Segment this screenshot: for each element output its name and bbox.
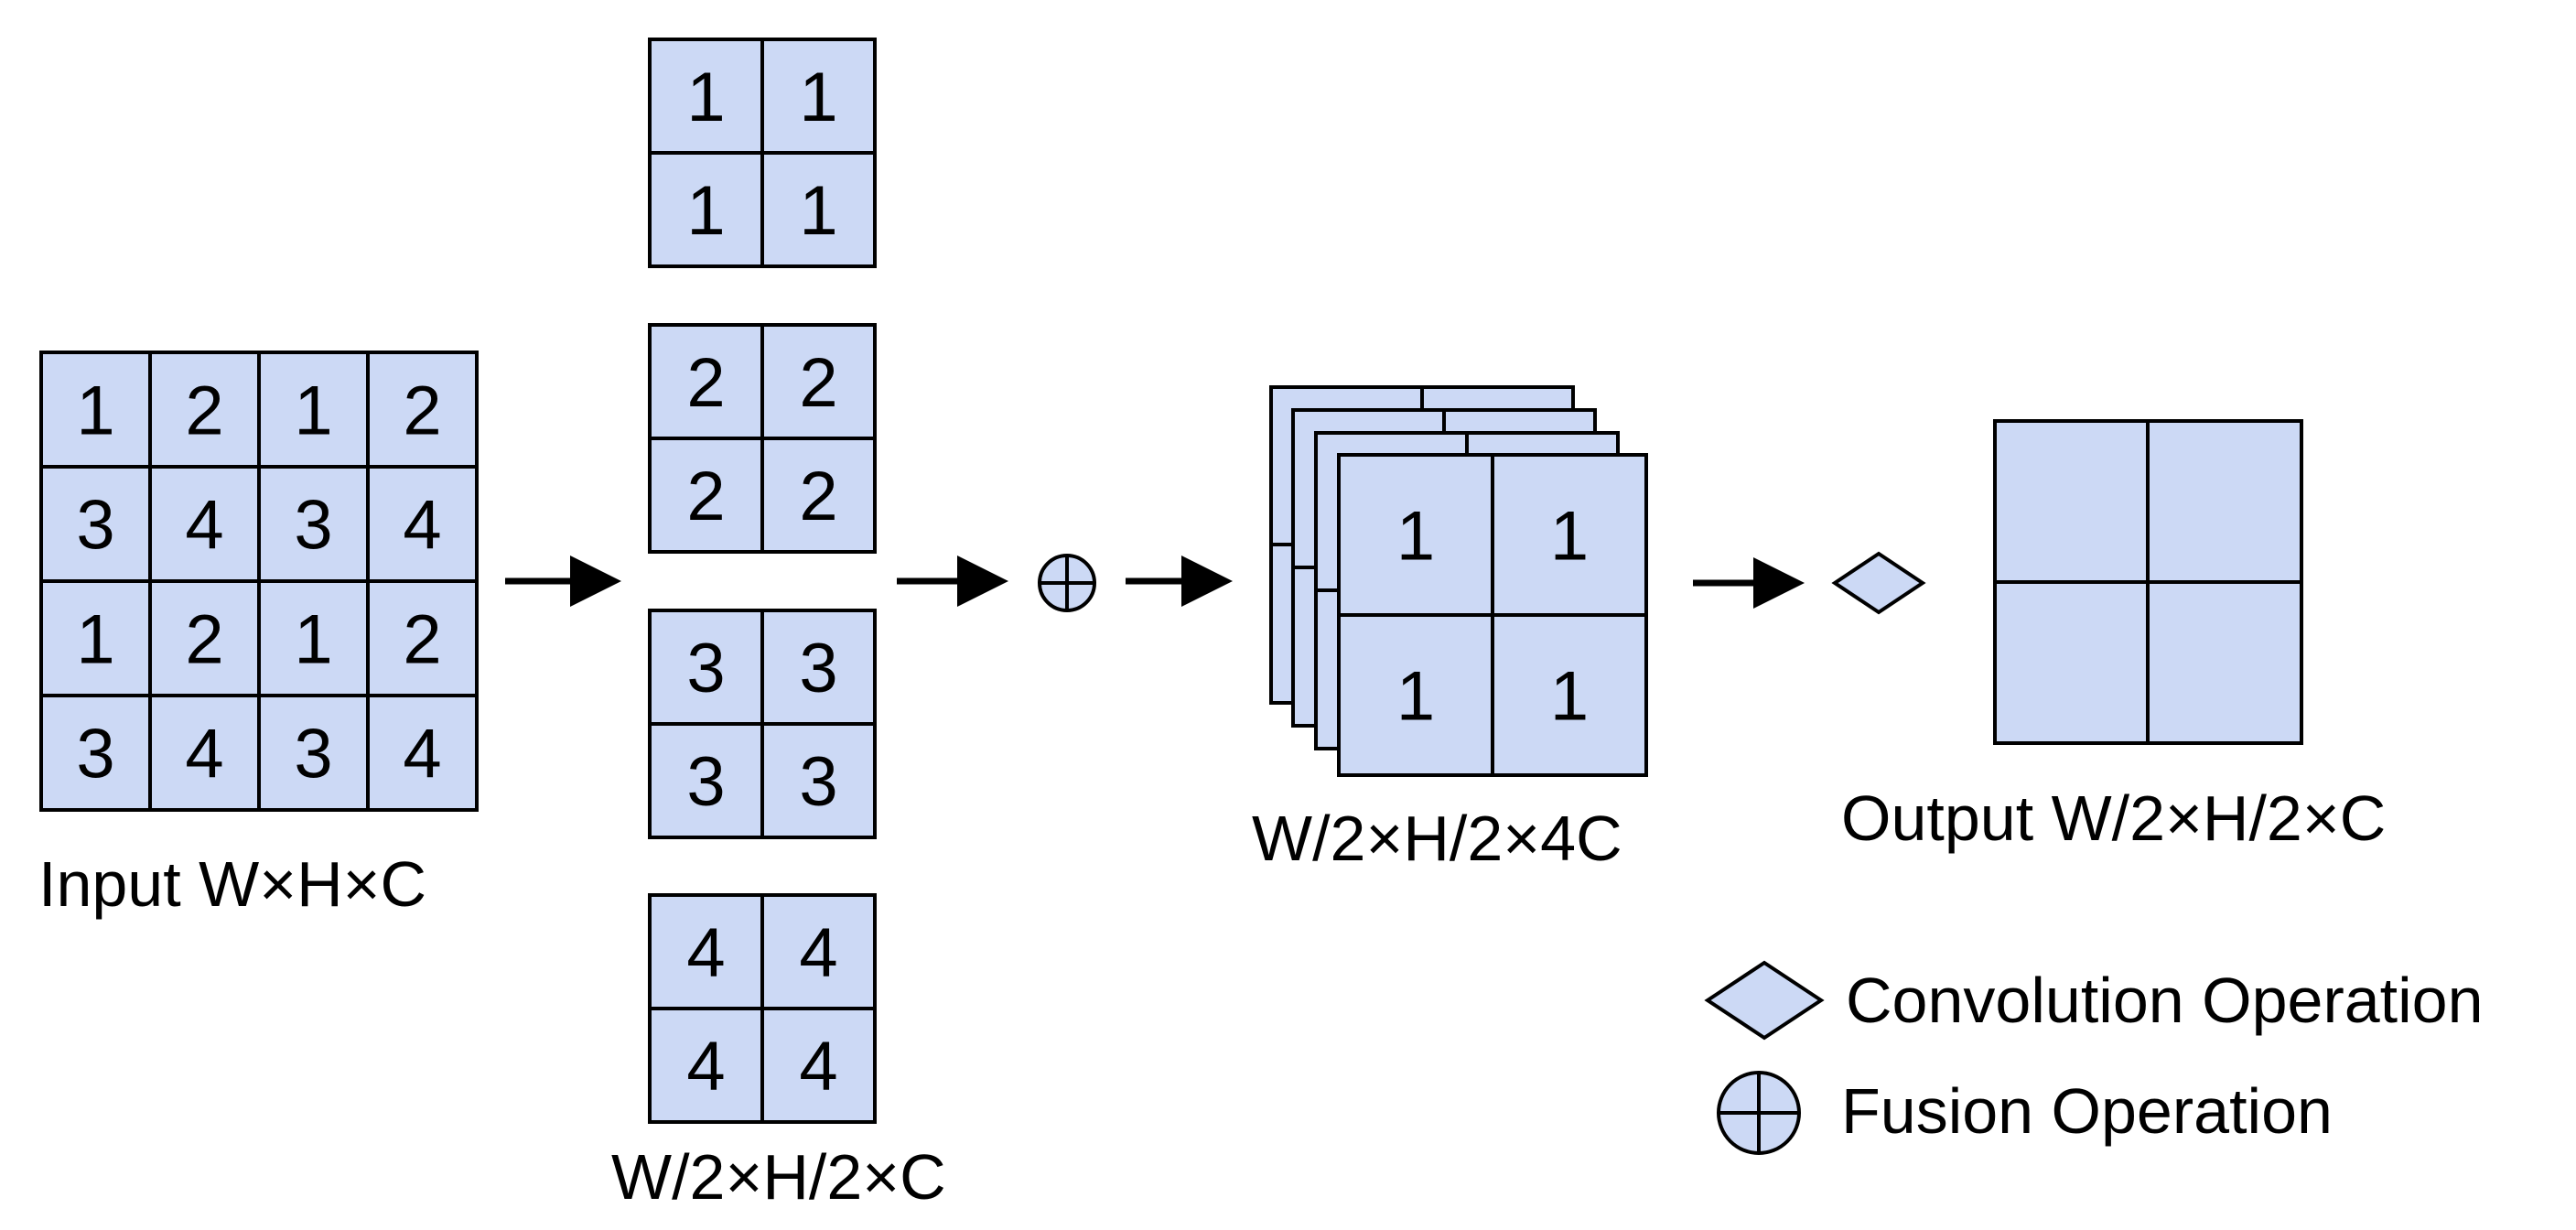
input-grid-cell-value: 2 [185,601,223,679]
input-grid-cell-value: 3 [294,716,332,793]
split-grid-4-cell [760,893,877,1010]
split-grid-2-cell-value: 2 [799,458,837,535]
input-label: Input W×H×C [38,848,426,920]
split-grid-1-cell-value: 1 [686,172,725,250]
input-grid-cell-value: 1 [76,372,114,450]
split-grid-3-cell-value: 3 [686,630,725,707]
output-label: Output W/2×H/2×C [1841,782,2386,854]
input-grid-cell [366,351,479,469]
input-grid-cell-value: 1 [76,601,114,679]
legend-fusion-icon [1717,1071,1801,1155]
input-grid-cell-value: 1 [294,372,332,450]
split-grid-2-cell [648,437,764,554]
split-grid-3-cell [760,609,877,726]
split-grid-3-cell [648,722,764,839]
split-grid-1-cell [760,38,877,155]
input-grid-cell-value: 3 [294,487,332,565]
split-grid-2-cell-value: 2 [686,344,725,422]
input-grid-cell [148,465,261,583]
convolution-icon [1831,551,1926,615]
legend-convolution-label: Convolution Operation [1846,965,2484,1036]
input-grid-cell [366,694,479,812]
input-grid-cell [366,579,479,697]
input-grid-cell-value: 2 [403,372,441,450]
input-grid-cell [148,351,261,469]
input-grid-cell-value: 1 [294,601,332,679]
split-grid-2-cell-value: 2 [799,344,837,422]
input-grid-cell [366,465,479,583]
fusion-icon [1038,554,1096,612]
split-grid-2-cell [760,437,877,554]
input-grid-cell-value: 2 [185,372,223,450]
input-grid-cell [148,579,261,697]
input-grid-cell-value: 4 [403,487,441,565]
input-grid-cell-value: 3 [76,487,114,565]
split-grid-1-cell [760,151,877,268]
split-grid-3-cell-value: 3 [799,743,837,821]
output-grid [1993,419,2303,745]
split-label: W/2×H/2×C [611,1141,946,1213]
split-grid-4-cell-value: 4 [799,1028,837,1106]
split-grid-4-cell-value: 4 [799,914,837,992]
input-grid-cell-value: 2 [403,601,441,679]
legend-convolution-icon [1704,960,1825,1041]
split-grid-1-cell-value: 1 [686,59,725,136]
split-grid-4-cell [648,893,764,1010]
input-grid-cell-value: 3 [76,716,114,793]
split-grid-1-cell-value: 1 [799,59,837,136]
split-grid-3-cell-value: 3 [799,630,837,707]
input-grid-cell [39,351,152,469]
split-grid-1-cell-value: 1 [799,172,837,250]
stacked-front-cell-value: 1 [1550,658,1589,736]
split-grid-2-cell-value: 2 [686,458,725,535]
split-grid-4-cell [760,1007,877,1124]
split-grid-3-cell-value: 3 [686,743,725,821]
input-grid-cell-value: 4 [185,487,223,565]
stacked-label: W/2×H/2×4C [1252,803,1622,874]
split-grid-1-cell [648,151,764,268]
input-grid-cell-value: 4 [185,716,223,793]
legend: Convolution Operation Fusion Operation [1704,960,2484,1155]
split-grid-4-cell-value: 4 [686,914,725,992]
input-grid-cell-value: 4 [403,716,441,793]
stacked-front-cell [1491,613,1648,777]
input-grid-cell [39,694,152,812]
split-grid-3-cell [760,722,877,839]
stacked-front-cell-value: 1 [1396,498,1435,576]
split-grid-4-cell-value: 4 [686,1028,725,1106]
input-grid-cell [148,694,261,812]
stacked-front-cell-value: 1 [1396,658,1435,736]
stacked-front-cell-value: 1 [1550,498,1589,576]
legend-fusion-label: Fusion Operation [1841,1075,2333,1147]
stacked-front-map: 1 1 1 1 [1337,453,1648,777]
